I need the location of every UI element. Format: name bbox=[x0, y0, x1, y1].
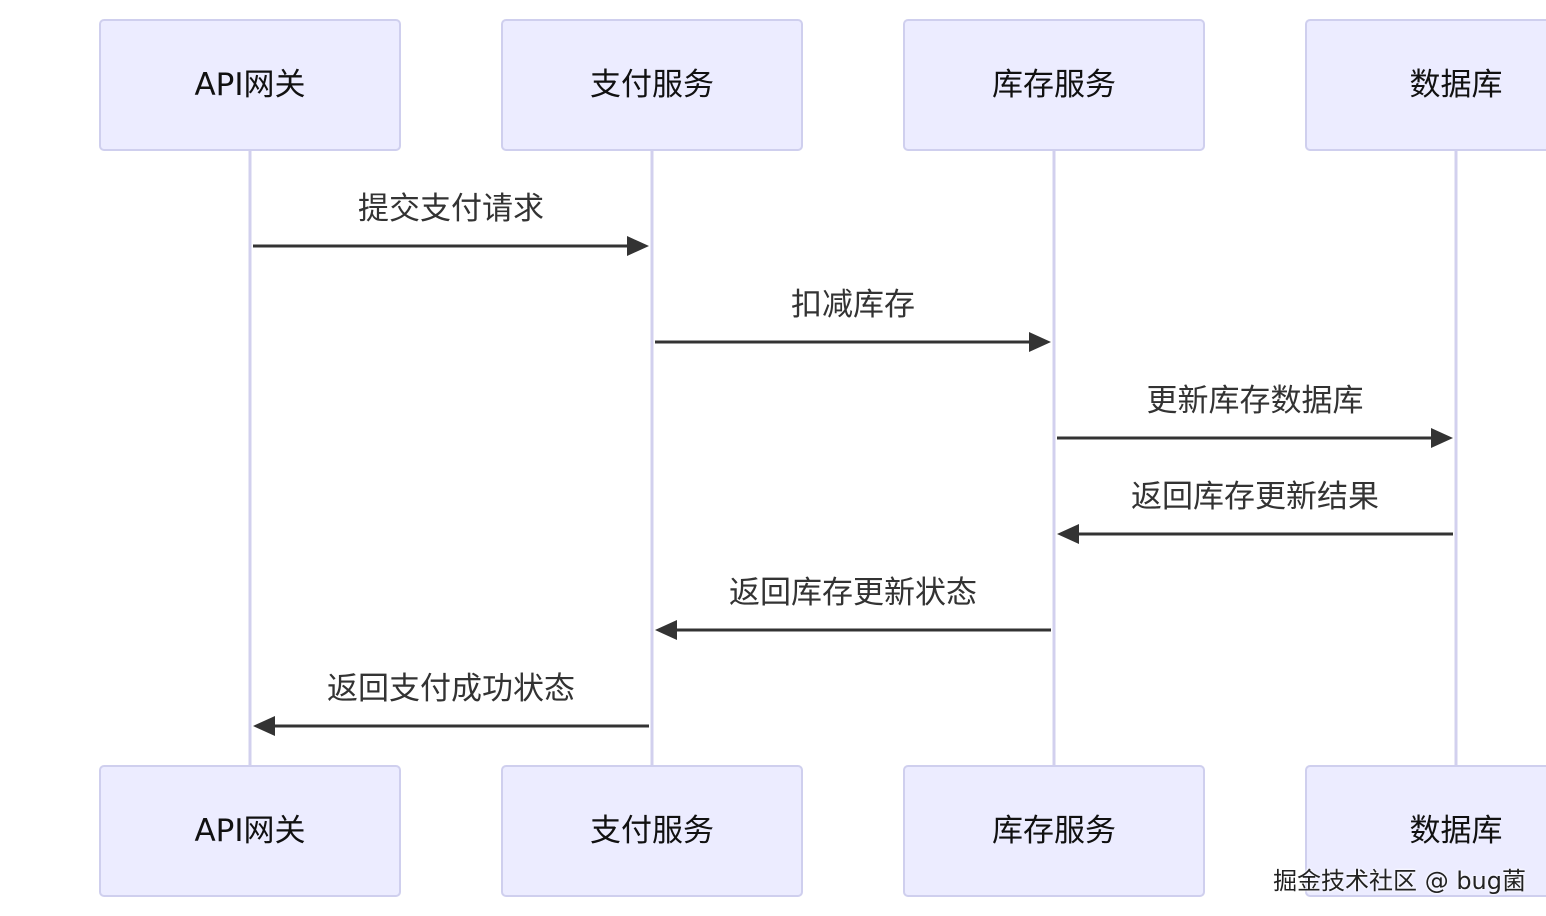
actor-label: 数据库 bbox=[1410, 813, 1503, 849]
message-label: 返回库存更新结果 bbox=[1131, 479, 1379, 515]
message-label: 更新库存数据库 bbox=[1147, 383, 1364, 419]
actor-gateway-bottom: API网关 bbox=[99, 765, 401, 897]
actor-box bbox=[99, 19, 401, 151]
message-label: 提交支付请求 bbox=[358, 191, 544, 227]
actor-database-top: 数据库 bbox=[1305, 19, 1546, 151]
actor-label: 数据库 bbox=[1410, 67, 1503, 103]
actor-box bbox=[501, 19, 803, 151]
actor-inventory-top: 库存服务 bbox=[903, 19, 1205, 151]
message-4: 返回库存更新结果 bbox=[1057, 479, 1453, 544]
message-6: 返回支付成功状态 bbox=[253, 671, 649, 736]
messages: 提交支付请求扣减库存更新库存数据库返回库存更新结果返回库存更新状态返回支付成功状… bbox=[253, 191, 1453, 736]
watermark: 掘金技术社区 @ bug菌 bbox=[1273, 867, 1526, 895]
message-2: 扣减库存 bbox=[655, 287, 1051, 352]
actor-payment-top: 支付服务 bbox=[501, 19, 803, 151]
actor-label: 库存服务 bbox=[992, 67, 1116, 103]
arrowhead-icon bbox=[1057, 524, 1079, 544]
actor-database-bottom: 数据库 bbox=[1305, 765, 1546, 897]
actors-bottom: API网关 支付服务 库存服务 数据库 bbox=[99, 765, 1546, 897]
lifelines bbox=[248, 150, 1458, 766]
actor-box bbox=[903, 19, 1205, 151]
actors-top: API网关 支付服务 库存服务 数据库 bbox=[99, 19, 1546, 151]
message-3: 更新库存数据库 bbox=[1057, 383, 1453, 448]
actor-label: 支付服务 bbox=[590, 67, 714, 103]
actor-box bbox=[1305, 765, 1546, 897]
actor-box bbox=[99, 765, 401, 897]
message-label: 返回库存更新状态 bbox=[729, 575, 977, 611]
actor-gateway-top: API网关 bbox=[99, 19, 401, 151]
message-label: 扣减库存 bbox=[791, 287, 915, 323]
actor-box bbox=[501, 765, 803, 897]
actor-box bbox=[1305, 19, 1546, 151]
actor-label: API网关 bbox=[194, 813, 305, 849]
actor-label: 库存服务 bbox=[992, 813, 1116, 849]
message-label: 返回支付成功状态 bbox=[327, 671, 575, 707]
actor-inventory-bottom: 库存服务 bbox=[903, 765, 1205, 897]
message-5: 返回库存更新状态 bbox=[655, 575, 1051, 640]
actor-label: 支付服务 bbox=[590, 813, 714, 849]
arrowhead-icon bbox=[1431, 428, 1453, 448]
actor-box bbox=[903, 765, 1205, 897]
arrowhead-icon bbox=[655, 620, 677, 640]
actor-payment-bottom: 支付服务 bbox=[501, 765, 803, 897]
actor-label: API网关 bbox=[194, 67, 305, 103]
arrowhead-icon bbox=[627, 236, 649, 256]
arrowhead-icon bbox=[1029, 332, 1051, 352]
arrowhead-icon bbox=[253, 716, 275, 736]
message-1: 提交支付请求 bbox=[253, 191, 649, 256]
